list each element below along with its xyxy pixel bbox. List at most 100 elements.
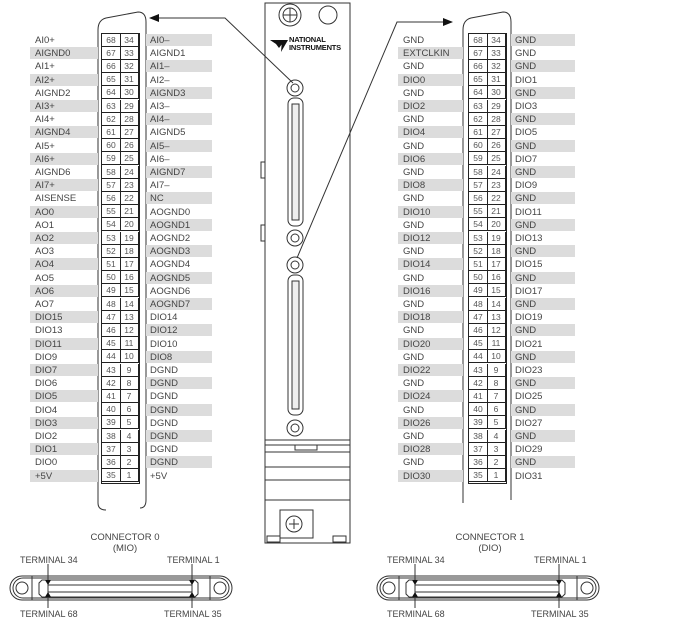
pin-number: 61	[469, 125, 488, 139]
row-shading	[511, 245, 575, 258]
pin-signal-right: DIO10	[150, 338, 178, 350]
pin-signal-left: GND	[403, 87, 425, 99]
pin-number: 65	[469, 73, 488, 87]
pin-signal-left: GND	[403, 35, 425, 46]
row-shading	[30, 443, 98, 456]
pin-signal-left: GND	[403, 431, 425, 442]
pin-number: 27	[120, 125, 139, 139]
pin-number: 48	[469, 297, 488, 311]
row-shading	[398, 311, 463, 324]
row-shading	[511, 324, 575, 337]
row-shading	[398, 179, 463, 192]
connector0-subtitle: (MIO)	[112, 543, 138, 554]
pin-number: 66	[469, 59, 488, 73]
row-shading	[511, 60, 575, 73]
pin-number: 13	[487, 310, 506, 324]
row-shading	[398, 258, 463, 271]
pin-number: 36	[102, 455, 121, 469]
pin-number: 51	[102, 257, 121, 271]
arrow-connector1	[296, 18, 453, 259]
pin-number: 42	[102, 376, 121, 390]
pin-signal-left: AO2	[35, 233, 55, 244]
pin-signal-right: AOGND7	[150, 299, 191, 310]
connector0-terminal-68: TERMINAL 68	[20, 609, 78, 619]
pin-signal-right: GND	[515, 167, 537, 178]
row-shading	[30, 100, 98, 112]
pin-number: 40	[469, 403, 488, 417]
pin-number: 20	[487, 218, 506, 232]
pin-signal-left: EXTCLKIN	[403, 48, 450, 60]
pin-signal-right: DIO3	[515, 101, 538, 112]
row-shading	[511, 86, 575, 99]
pin-number: 33	[487, 46, 506, 60]
pin-signal-left: DIO6	[35, 378, 58, 390]
row-shading	[30, 390, 98, 403]
pin-number: 25	[487, 152, 506, 166]
pin-signal-left: DIO28	[403, 444, 431, 456]
pin-signal-right: NC	[150, 193, 164, 205]
pin-number: 52	[469, 244, 488, 258]
row-shading	[146, 34, 212, 46]
pin-number: 58	[469, 165, 488, 179]
pin-number: 56	[469, 191, 488, 205]
pin-number: 8	[487, 376, 506, 390]
row-shading	[146, 60, 212, 73]
pin-signal-right: DGND	[150, 404, 178, 416]
pin-number: 39	[102, 416, 121, 430]
pin-number: 67	[469, 46, 488, 60]
pin-number: 13	[120, 310, 139, 324]
pin-signal-right: GND	[515, 61, 537, 73]
connector0-terminal-1: TERMINAL 1	[167, 555, 220, 565]
pin-signal-left: DIO10	[403, 206, 431, 218]
pin-number: 58	[102, 165, 121, 179]
connector0-shell	[97, 11, 147, 511]
row-shading	[398, 205, 463, 218]
row-shading	[398, 443, 463, 456]
pin-number: 8	[120, 376, 139, 390]
pin-number: 63	[102, 99, 121, 113]
pin-signal-left: AI3+	[35, 101, 55, 112]
pin-signal-right: AI1–	[150, 61, 170, 73]
pin-number: 34	[120, 33, 139, 47]
pin-signal-left: GND	[403, 272, 425, 284]
pin-number: 46	[102, 323, 121, 337]
row-shading	[511, 430, 575, 442]
pin-number: 38	[102, 429, 121, 443]
pin-signal-left: GND	[403, 193, 425, 205]
pin-signal-right: DGND	[150, 431, 178, 442]
pin-number: 62	[469, 112, 488, 126]
pin-number: 1	[120, 469, 139, 483]
row-shading	[511, 403, 575, 416]
pin-number: 45	[102, 337, 121, 351]
pin-signal-left: GND	[403, 114, 425, 126]
pin-signal-left: DIO13	[35, 325, 63, 337]
pin-signal-left: DIO1	[35, 444, 58, 456]
connector0-title: CONNECTOR 0	[90, 532, 160, 543]
device-panel	[260, 2, 351, 544]
pin-signal-right: GND	[515, 140, 537, 152]
pin-number: 2	[120, 455, 139, 469]
pin-signal-right: AI3–	[150, 101, 170, 112]
pin-number: 11	[120, 337, 139, 351]
pin-number: 22	[487, 191, 506, 205]
pin-signal-left: DIO11	[35, 338, 62, 350]
pin-signal-left: AO7	[35, 299, 55, 310]
pin-signal-left: AIGND6	[35, 167, 71, 178]
pin-signal-right: DIO11	[515, 206, 542, 218]
row-shading	[511, 166, 575, 178]
pin-number: 39	[469, 416, 488, 430]
connector1-subtitle: (DIO)	[478, 543, 502, 554]
pin-signal-right: GND	[515, 404, 537, 416]
pin-number: 67	[102, 46, 121, 60]
pin-number: 26	[120, 139, 139, 153]
row-shading	[511, 298, 575, 310]
pin-number: 21	[120, 205, 139, 219]
pin-signal-right: AI5–	[150, 140, 170, 152]
pin-number: 65	[102, 73, 121, 87]
pin-signal-left: GND	[403, 325, 425, 337]
pin-number: 34	[487, 33, 506, 47]
pin-number: 50	[102, 271, 121, 285]
row-shading	[146, 139, 212, 152]
pin-number: 18	[120, 244, 139, 258]
row-shading	[146, 271, 212, 284]
